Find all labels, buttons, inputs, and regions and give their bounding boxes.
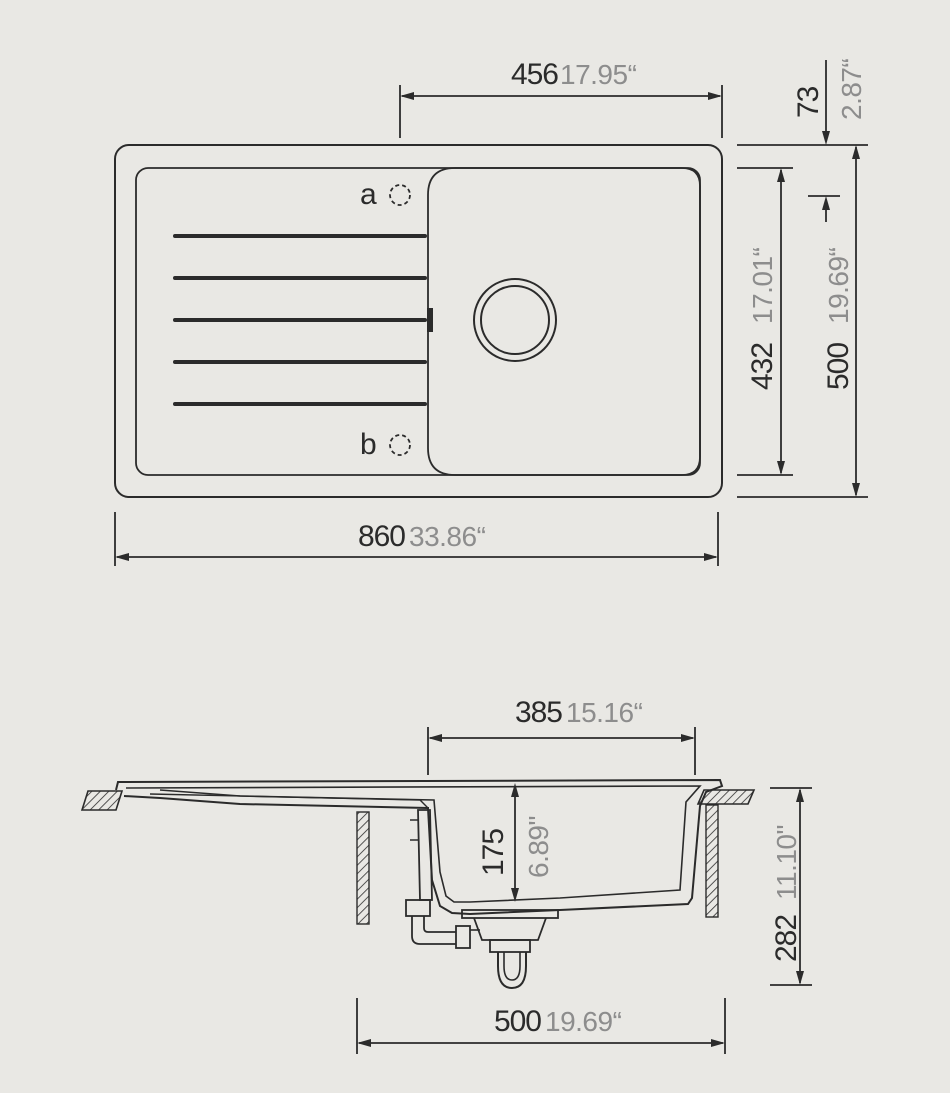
countertop-left [80, 790, 124, 811]
sink-profile-outer [115, 778, 724, 916]
dim-total-height-inch: 11.10" [771, 825, 802, 900]
drainboard-groove [149, 793, 429, 809]
dim-overall-width-mm: 860 [358, 520, 405, 553]
dim-bowl-width-inch: 17.95“ [560, 59, 637, 90]
dim-bowl-width-mm: 456 [511, 58, 558, 91]
drain-inner-ring [480, 285, 550, 355]
dim-bowl-width: 456 17.95“ [399, 58, 723, 138]
cabinet-wall-right [705, 804, 719, 918]
dim-cabinet-width-mm: 500 [494, 1005, 541, 1038]
dim-bowl-height-inch: 6.89" [523, 816, 554, 878]
dim-bowl-depth-mm: 432 [746, 343, 779, 390]
dim-cabinet-width: 500 19.69“ [356, 998, 726, 1054]
dim-front-offset: 73 2.87“ [737, 59, 868, 222]
drain-assembly [405, 809, 559, 990]
dim-overall-width: 860 33.86“ [114, 512, 719, 566]
tap-hole-label-a: a [360, 178, 377, 211]
dim-overall-depth: 500 19.69“ [737, 145, 868, 498]
dim-bowl-depth-inch: 17.01“ [747, 247, 778, 324]
dim-bowl-height: 175 6.89" [477, 783, 554, 902]
countertop-right [696, 789, 756, 805]
cabinet-wall-left [356, 811, 370, 925]
sink-outline [114, 144, 723, 498]
side-view: 385 15.16“ 175 6.89" 282 11.10" [80, 696, 812, 1054]
tap-hole-b-icon [389, 434, 411, 456]
dim-front-offset-inch: 2.87“ [836, 59, 867, 120]
dim-cabinet-width-inch: 19.69“ [545, 1006, 622, 1037]
sink-profile-inner [125, 785, 702, 903]
bowl-outline [427, 167, 701, 476]
drainboard-ribs [173, 234, 427, 406]
tap-hole-a-icon [389, 184, 411, 206]
dim-bowl-top-width: 385 15.16“ [427, 696, 696, 775]
drain-outer-ring [473, 278, 557, 362]
tap-hole-label-b: b [360, 428, 377, 461]
dim-overall-depth-inch: 19.69“ [823, 247, 854, 324]
dim-bowl-depth: 432 17.01“ [737, 167, 793, 476]
overflow-slot [427, 308, 433, 332]
dim-overall-depth-mm: 500 [822, 343, 855, 390]
dim-overall-width-inch: 33.86“ [409, 521, 486, 552]
dim-bowl-height-mm: 175 [477, 829, 510, 876]
dim-front-offset-mm: 73 [792, 86, 825, 118]
top-view: a b 456 17.95“ 73 2.87“ [114, 58, 868, 566]
dim-bowl-top-width-inch: 15.16“ [566, 697, 643, 728]
dim-total-height: 282 11.10" [770, 787, 812, 986]
dim-bowl-top-width-mm: 385 [515, 696, 562, 729]
dim-total-height-mm: 282 [770, 915, 803, 962]
